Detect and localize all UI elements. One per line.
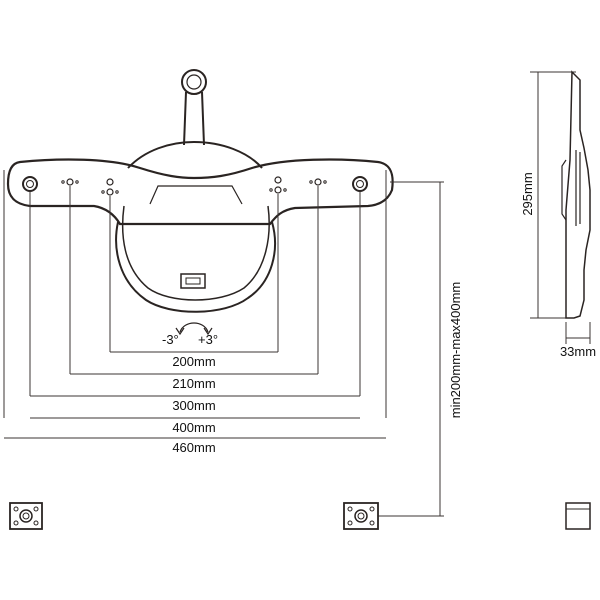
extension-lines: [3, 170, 387, 418]
dimension-label-300: 300mm: [172, 398, 215, 413]
adapter-plate-left: [9, 502, 43, 530]
dimension-label-height: 295mm: [520, 172, 535, 215]
side-view: 295mm 33mm: [520, 70, 596, 359]
side-profile: [565, 70, 591, 319]
mount-plate: [6, 158, 394, 226]
screw-holes: [22, 176, 368, 196]
mount-handle: [181, 69, 207, 146]
hole-right-large: [352, 176, 368, 192]
round-plate: [115, 205, 276, 313]
dimension-label-210: 210mm: [172, 376, 215, 391]
mount-dome: [127, 140, 263, 169]
rotation-plus-label: +3°: [198, 332, 218, 347]
adapter-plate-right: [343, 502, 379, 530]
dimension-label-depth: 33mm: [560, 344, 596, 359]
front-view: -3° +3° 200mm 210mm 300mm 400mm 460mm: [3, 69, 463, 517]
hole-left-large: [22, 176, 38, 192]
rotation-minus-label: -3°: [162, 332, 179, 347]
rotation-indicator: -3° +3°: [162, 322, 218, 347]
dimension-label-460: 460mm: [172, 440, 215, 455]
dimension-label-200: 200mm: [172, 354, 215, 369]
dimension-label-400: 400mm: [172, 420, 215, 435]
dimension-label-vertical: min200mm-max400mm: [448, 282, 463, 419]
spacer-block: [565, 502, 591, 530]
horizontal-dimensions: 200mm 210mm 300mm 400mm 460mm: [4, 351, 386, 455]
vertical-dimension: min200mm-max400mm: [378, 181, 463, 517]
